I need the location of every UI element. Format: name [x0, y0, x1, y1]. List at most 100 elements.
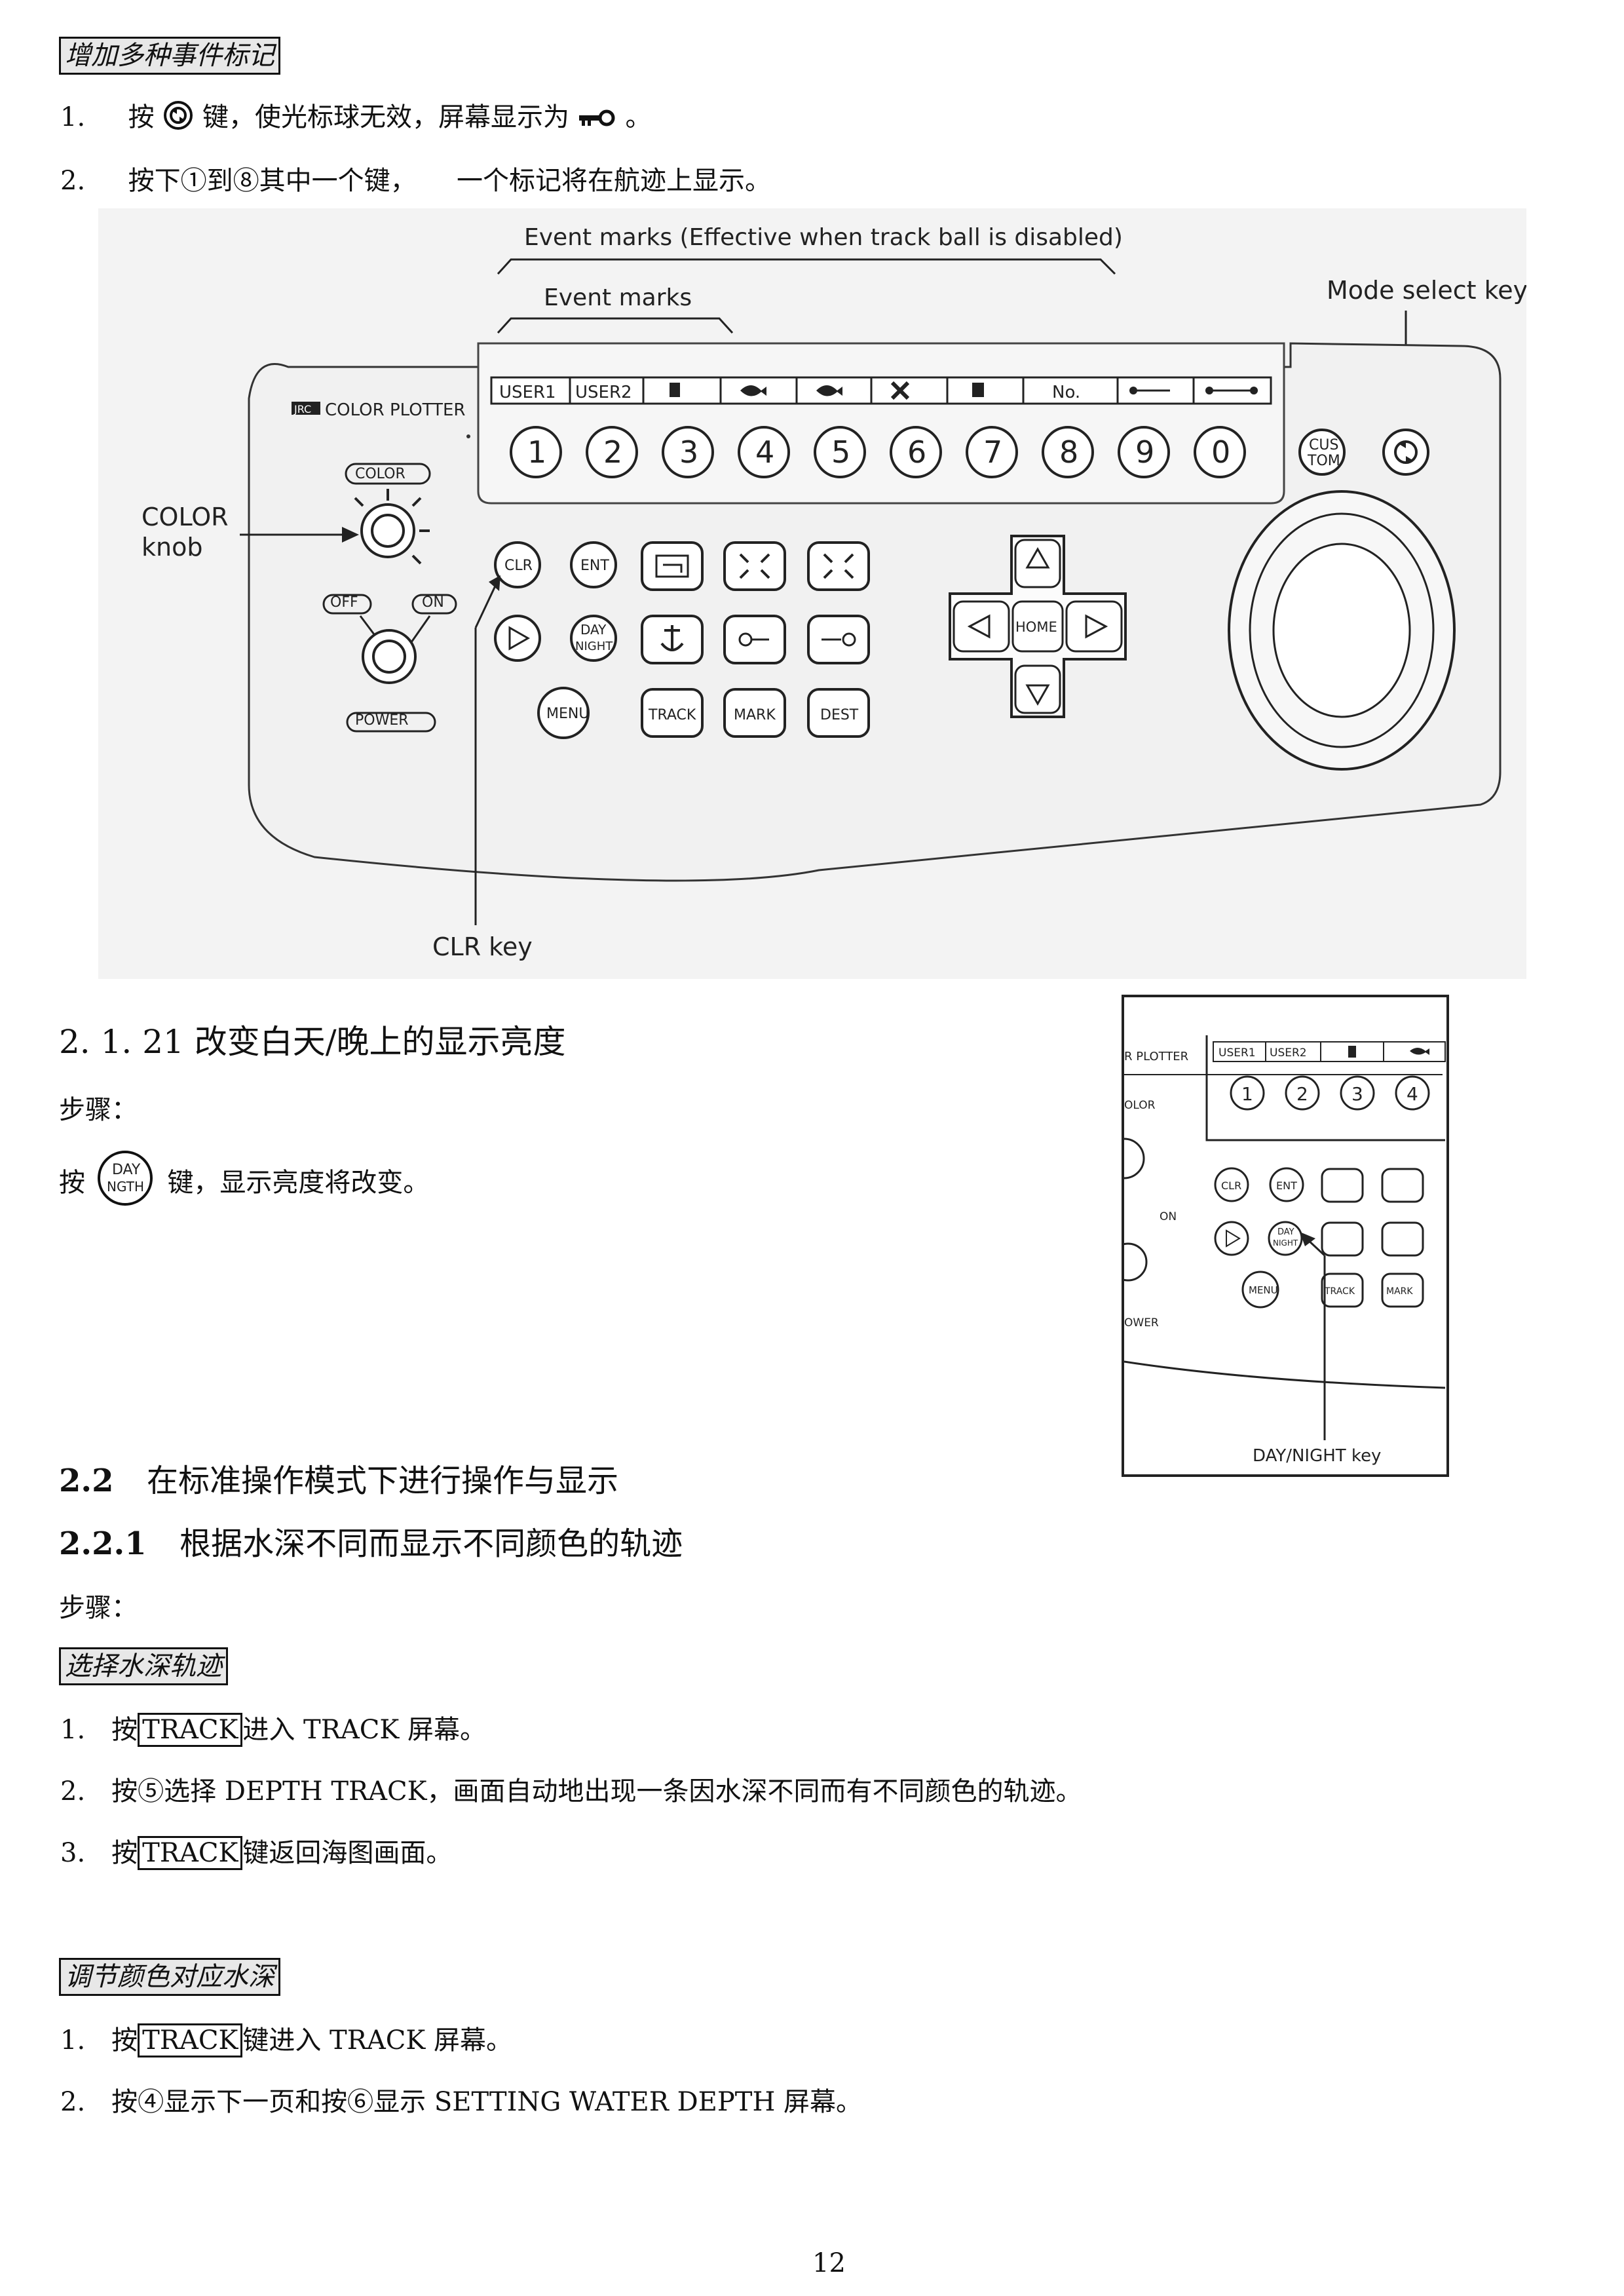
strip-no: No. — [1052, 383, 1080, 402]
number-key-9[interactable]: 9 — [1118, 426, 1170, 478]
waypoint-key[interactable] — [723, 615, 786, 664]
wreck-mark-icon — [890, 381, 910, 400]
ent-key[interactable]: ENT — [570, 541, 617, 588]
mark-key[interactable]: MARK — [723, 688, 786, 738]
step-number: 1. — [60, 1715, 86, 1745]
depth-step-2: 2.按⑤选择 DEPTH TRACK，画面自动地出现一条因水深不同而有不同颜色的… — [60, 1774, 1082, 1808]
step-number: 2. — [60, 2087, 86, 2117]
inset-user2: USER2 — [1270, 1046, 1307, 1060]
page-number: 12 — [812, 2248, 846, 2278]
number-key-0[interactable]: 0 — [1194, 426, 1246, 478]
dest-key[interactable]: DEST — [807, 688, 870, 738]
step-1: 1. 按 键，使光标球无效，屏幕显示为 。 — [60, 100, 651, 134]
svg-text:DAY: DAY — [1277, 1227, 1294, 1237]
number-key-1[interactable]: 1 — [510, 426, 562, 478]
color-knob-label-line1: COLOR — [142, 503, 229, 531]
svg-text:6: 6 — [907, 434, 926, 470]
mode-select-key[interactable] — [1382, 429, 1429, 476]
svg-text:TRACK: TRACK — [1324, 1286, 1355, 1297]
color-knob[interactable] — [354, 489, 430, 565]
cursor-right-key[interactable] — [1065, 600, 1123, 653]
step-number: 1. — [60, 2025, 86, 2056]
number-key-4[interactable]: 4 — [738, 426, 790, 478]
off-label: OFF — [330, 594, 358, 611]
day-night-key[interactable]: DAY NIGHT — [570, 615, 617, 662]
svg-text:NIGHT: NIGHT — [575, 640, 613, 653]
section-2-2-1-heading: 2.2.1 根据水深不同而显示不同颜色的轨迹 — [59, 1523, 683, 1565]
number-key-8[interactable]: 8 — [1042, 426, 1094, 478]
brand-logo: JRC — [293, 403, 311, 415]
section-2-2-heading: 2.2 在标准操作模式下进行操作与显示 — [59, 1460, 618, 1502]
step-text: 按 — [111, 1715, 138, 1745]
clr-key[interactable]: CLR — [494, 541, 541, 588]
section-title: 在标准操作模式下进行操作与显示 — [147, 1463, 619, 1499]
power-knob[interactable] — [362, 629, 417, 684]
inset-plotter-label: R PLOTTER — [1124, 1050, 1188, 1063]
number-key-5[interactable]: 5 — [814, 426, 866, 478]
custom-key[interactable]: CUS TOM — [1298, 429, 1346, 476]
subsection-box-depth-track: 选择水深轨迹 — [59, 1647, 228, 1685]
day-night-instruction: 按 DAY NGTH 键，显示亮度将改变。 — [59, 1149, 429, 1208]
number-key-7[interactable]: 7 — [966, 426, 1018, 478]
instruction-text: 键，显示亮度将改变。 — [167, 1168, 430, 1198]
svg-text:MENU: MENU — [546, 706, 589, 722]
svg-text:DAY: DAY — [112, 1162, 141, 1178]
steps-label: 步骤： — [59, 1095, 138, 1125]
brand-label: COLOR PLOTTER — [325, 400, 465, 420]
anchor-key[interactable] — [641, 615, 704, 664]
inset-olor-label: OLOR — [1124, 1099, 1156, 1112]
section-title: 根据水深不同而显示不同颜色的轨迹 — [179, 1525, 683, 1562]
zoom-out-key[interactable] — [807, 541, 870, 591]
track-key[interactable]: TRACK — [641, 688, 704, 738]
step-text: 进入 TRACK 屏幕。 — [242, 1715, 486, 1745]
section-2-1-21-heading: 2. 1. 21 改变白天/晚上的显示亮度 — [59, 1023, 566, 1061]
svg-text:MARK: MARK — [1386, 1286, 1413, 1297]
svg-text:0: 0 — [1211, 434, 1230, 470]
zoom-in-key[interactable] — [723, 541, 786, 591]
svg-text:CLR: CLR — [1221, 1179, 1241, 1192]
menu-key[interactable]: MENU — [537, 687, 590, 739]
number-key-3[interactable]: 3 — [662, 426, 714, 478]
cursor-down-key[interactable] — [1014, 664, 1061, 714]
mode-select-icon — [164, 101, 193, 130]
step-number: 1. — [60, 102, 86, 132]
svg-text:2: 2 — [603, 434, 622, 470]
trackball[interactable] — [1228, 490, 1456, 771]
number-key-6[interactable]: 6 — [890, 426, 942, 478]
subsection-box-adjust-colors: 调节颜色对应水深 — [59, 1958, 280, 1996]
svg-text:9: 9 — [1135, 434, 1154, 470]
svg-text:1: 1 — [1241, 1083, 1253, 1105]
svg-text:DAY: DAY — [580, 622, 607, 638]
svg-text:4: 4 — [1407, 1083, 1418, 1105]
number-key-2[interactable]: 2 — [586, 426, 638, 478]
inset-ower-label: OWER — [1124, 1316, 1159, 1330]
svg-text:3: 3 — [679, 434, 698, 470]
svg-text:4: 4 — [755, 434, 774, 470]
svg-text:DEST: DEST — [820, 707, 859, 723]
instruction-text: 按 — [59, 1168, 85, 1198]
color-knob-label-line2: knob — [142, 533, 202, 562]
section-number: 2.2 — [59, 1463, 114, 1499]
home-key[interactable]: HOME — [1011, 600, 1064, 653]
display-mode-key[interactable] — [641, 541, 704, 591]
section-heading-event-marks: 增加多种事件标记 — [59, 37, 280, 75]
play-key[interactable] — [494, 615, 541, 662]
lighthouse-mark-icon — [972, 383, 984, 397]
step-text: 按 — [111, 2025, 138, 2056]
buoy-mark-icon — [670, 383, 680, 397]
event-marks-label: Event marks — [544, 284, 692, 311]
goto-key[interactable] — [807, 615, 870, 664]
mode-select-icon — [1399, 440, 1412, 464]
control-panel-figure: Event marks (Effective when track ball i… — [98, 208, 1526, 979]
svg-text:NIGHT: NIGHT — [1273, 1238, 1298, 1248]
track-key-ref: TRACK — [138, 2023, 243, 2057]
cursor-left-key[interactable] — [953, 600, 1010, 653]
fish-school-mark-icon — [816, 385, 842, 396]
svg-text:NGTH: NGTH — [107, 1179, 144, 1195]
svg-text:3: 3 — [1351, 1083, 1363, 1105]
step-number: 2. — [60, 166, 86, 196]
svg-text:2: 2 — [1296, 1083, 1308, 1105]
cursor-up-key[interactable] — [1014, 539, 1061, 588]
